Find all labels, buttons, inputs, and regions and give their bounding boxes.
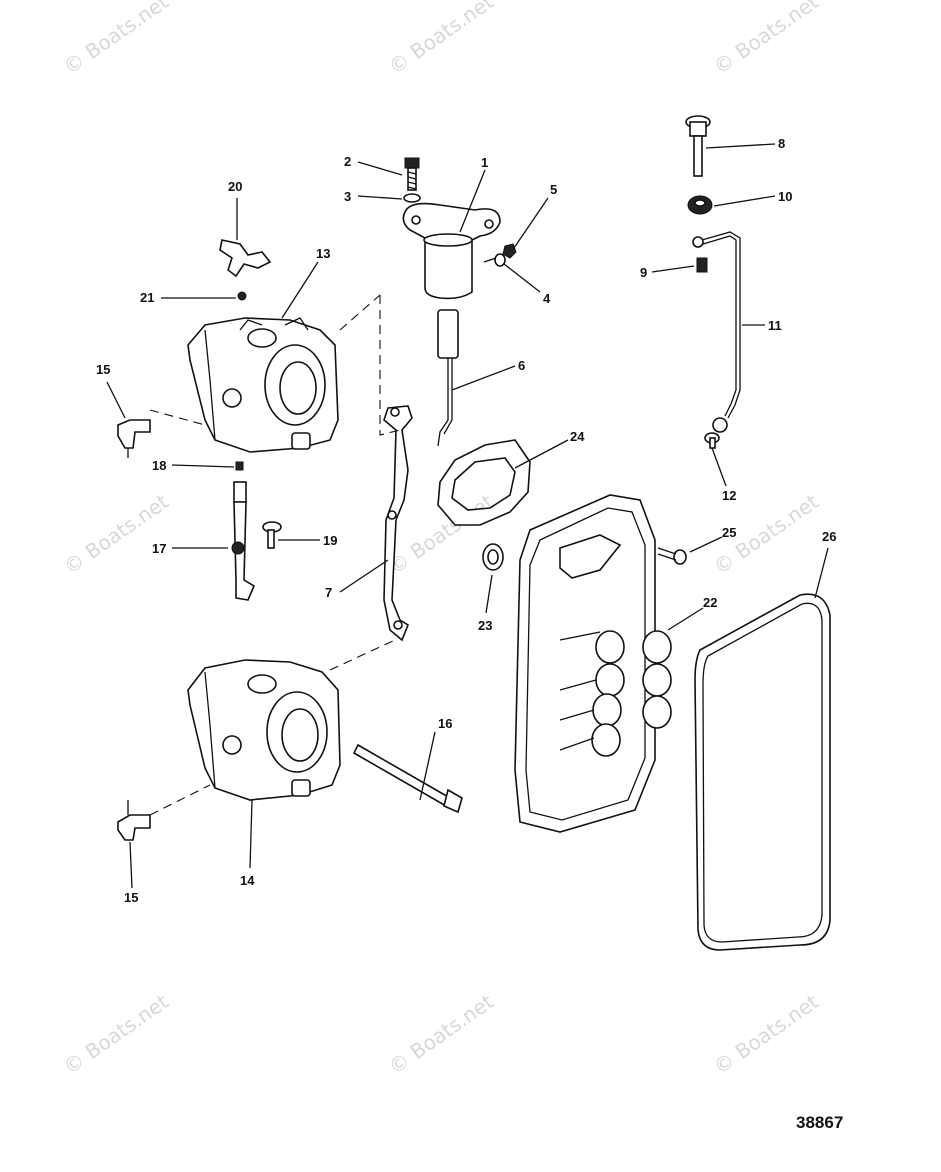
label-part-11: 11 [768,318,782,333]
label-part-21: 21 [140,290,154,305]
part-25-screw[interactable] [657,547,687,565]
label-part-15-lower: 15 [124,890,138,905]
part-11-ground-strap[interactable] [692,231,741,433]
watermark-text: © Boats.net [59,0,173,79]
part-12-screw[interactable] [704,432,720,449]
part-labels: 1 2 3 4 5 6 7 8 9 10 11 12 13 14 15 15 1… [96,136,836,905]
label-part-1: 1 [481,155,488,170]
part-6-link-rod[interactable] [437,309,459,447]
part-8-bolt[interactable] [685,115,711,177]
label-part-23: 23 [478,618,492,633]
label-part-7: 7 [325,585,332,600]
part-3-washer[interactable] [403,193,421,203]
part-5-nut[interactable] [502,243,517,259]
label-part-3: 3 [344,189,351,204]
watermark-text: © Boats.net [384,0,498,79]
label-part-22: 22 [703,595,717,610]
label-part-6: 6 [518,358,525,373]
label-part-2: 2 [344,154,351,169]
part-15-fitting-upper[interactable] [117,419,151,458]
watermark-text: © Boats.net [709,989,823,1079]
figure-number: 38867 [796,1113,843,1132]
part-18-clip[interactable] [235,461,244,471]
part-22-intake-manifold[interactable] [514,494,672,833]
part-16-long-bolt[interactable] [352,743,463,814]
label-part-18: 18 [152,458,166,473]
label-part-25: 25 [722,525,736,540]
part-26-gasket-ring[interactable] [694,593,831,951]
label-part-20: 20 [228,179,242,194]
part-2-bolt[interactable] [404,157,420,191]
label-part-9: 9 [640,265,647,280]
label-part-26: 26 [822,529,836,544]
part-9-stud[interactable] [696,257,708,273]
watermark-text: © Boats.net [384,989,498,1079]
label-part-8: 8 [778,136,785,151]
part-21-screw[interactable] [237,291,247,301]
label-part-4: 4 [543,291,551,306]
part-1-solenoid[interactable] [402,202,501,300]
part-10-grommet[interactable] [687,195,713,215]
part-19-screw[interactable] [262,521,282,549]
stud [483,257,497,263]
label-part-24: 24 [570,429,585,444]
label-part-16: 16 [438,716,452,731]
watermark-text: © Boats.net [59,489,173,579]
part-17-shaft[interactable] [231,481,256,601]
part-26-gasket-ring-inner [702,602,823,943]
label-part-5: 5 [550,182,557,197]
label-part-12: 12 [722,488,736,503]
part-4-washer[interactable] [494,253,506,267]
part-15-fitting-lower[interactable] [117,800,151,841]
leader-lines [106,143,829,889]
watermark-text: © Boats.net [709,0,823,79]
part-24-gasket[interactable] [437,439,531,526]
part-14-carburetor-lower[interactable] [187,659,341,801]
watermark-text: © Boats.net [59,989,173,1079]
label-part-10: 10 [778,189,792,204]
label-part-19: 19 [323,533,337,548]
part-20-lever[interactable] [219,239,272,278]
part-13-carburetor-upper[interactable] [187,317,339,453]
label-part-17: 17 [152,541,166,556]
part-23-seal-inner [487,549,499,565]
assembly-lines [149,294,401,816]
label-part-14: 14 [240,873,255,888]
label-part-15-upper: 15 [96,362,110,377]
part-7-throttle-link[interactable] [383,405,413,642]
label-part-13: 13 [316,246,330,261]
